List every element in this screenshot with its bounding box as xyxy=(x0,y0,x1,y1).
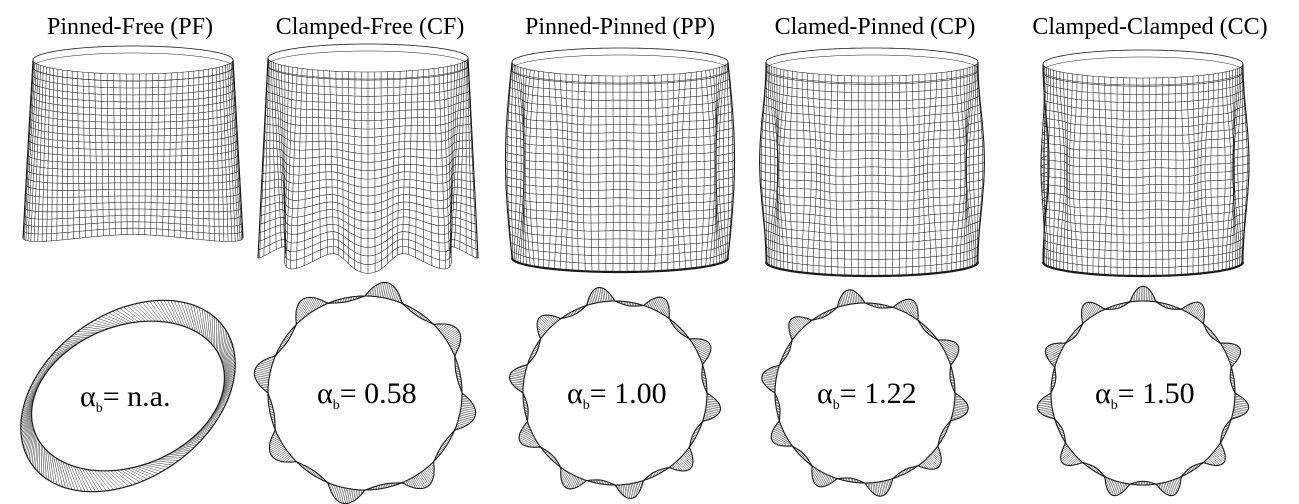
alpha-value: = n.a. xyxy=(103,380,171,413)
title-clamped-free: Clamped-Free (CF) xyxy=(275,14,465,40)
alpha-label-pf: αb= n.a. xyxy=(80,380,170,416)
alpha-symbol: α xyxy=(567,377,583,410)
alpha-symbol: α xyxy=(317,377,333,410)
alpha-subscript: b xyxy=(1111,398,1118,413)
alpha-value: = 1.22 xyxy=(840,377,917,410)
alpha-subscript: b xyxy=(833,398,840,413)
title-pinned-pinned: Pinned-Pinned (PP) xyxy=(524,14,715,40)
title-clamped-pinned: Clamed-Pinned (CP) xyxy=(774,14,976,40)
alpha-value: = 0.58 xyxy=(340,377,417,410)
alpha-value: = 1.50 xyxy=(1118,377,1195,410)
alpha-label-cp: αb= 1.22 xyxy=(817,377,917,413)
cylinder-mesh-cc xyxy=(1040,49,1250,278)
title-clamped-clamped: Clamped-Clamped (CC) xyxy=(1032,14,1268,40)
alpha-symbol: α xyxy=(1095,377,1111,410)
cross-section-mesh-cp xyxy=(761,289,969,497)
cylinder-mesh-cf xyxy=(257,43,479,274)
alpha-symbol: α xyxy=(817,377,833,410)
alpha-subscript: b xyxy=(583,398,590,413)
cross-section-mesh-cc xyxy=(1036,285,1250,497)
alpha-subscript: b xyxy=(96,401,103,416)
cylinder-mesh-pp xyxy=(504,47,736,274)
alpha-label-pp: αb= 1.00 xyxy=(567,377,667,413)
alpha-label-cf: αb= 0.58 xyxy=(317,377,417,413)
cross-section-mesh-cf xyxy=(253,281,477,504)
alpha-value: = 1.00 xyxy=(590,377,667,410)
cylinder-mesh-cp xyxy=(759,47,985,278)
alpha-subscript: b xyxy=(333,398,340,413)
cylinder-mesh-pf xyxy=(22,45,244,242)
alpha-label-cc: αb= 1.50 xyxy=(1095,377,1195,413)
title-pinned-free: Pinned-Free (PF) xyxy=(47,14,213,40)
alpha-symbol: α xyxy=(80,380,96,413)
cross-section-mesh-pf xyxy=(20,299,236,493)
cross-section-mesh-pp xyxy=(508,286,722,500)
